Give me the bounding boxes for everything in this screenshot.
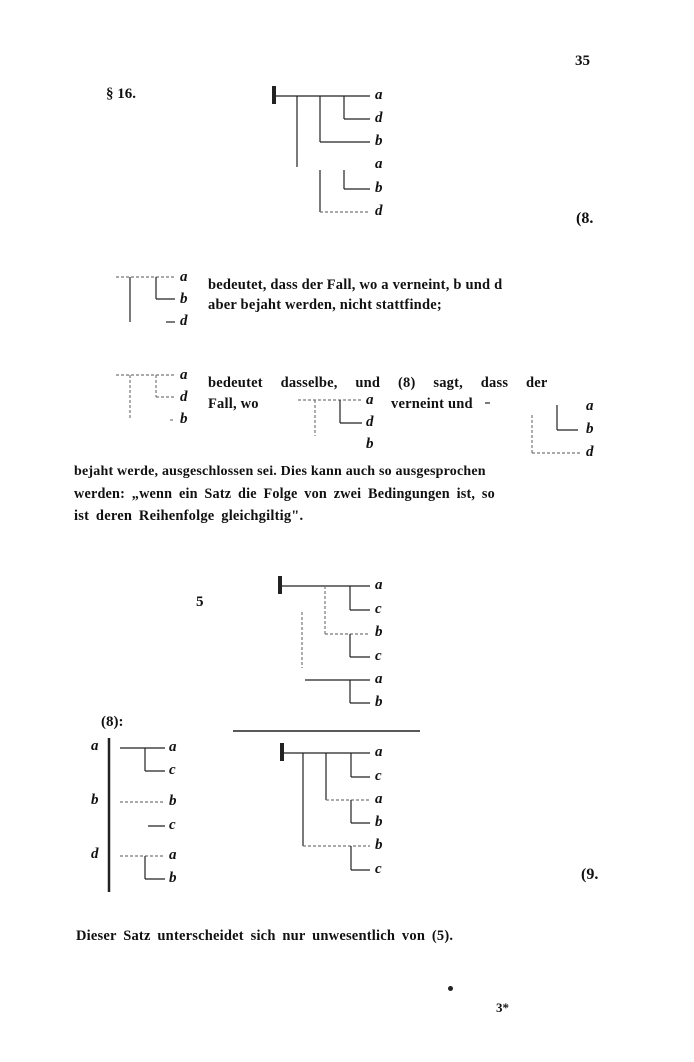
substitution-label: c: [169, 762, 176, 778]
ink-blot: [448, 986, 453, 991]
premise-label: c: [375, 601, 382, 617]
equation-number-8: (8.: [576, 210, 594, 227]
premise-label: a: [375, 671, 383, 687]
paragraph-2-line-1: bedeutet dasselbe, und (8) sagt, dass de…: [208, 375, 548, 391]
diagram-label: d: [180, 389, 188, 405]
substitution-var: b: [91, 792, 99, 808]
premise-label: c: [375, 648, 382, 664]
substitution-label: b: [169, 793, 177, 809]
diagram-label: b: [180, 411, 188, 427]
paragraph-1-line-2: aber bejaht werden, nicht stattfinde;: [208, 297, 442, 313]
signature-mark: 3*: [496, 1000, 509, 1015]
formula-8-label: d: [375, 110, 383, 126]
formula-8-label: b: [375, 180, 383, 196]
premise-label: b: [375, 624, 383, 640]
diagram-label: b: [586, 421, 594, 437]
substitution-label: a: [169, 739, 177, 755]
diagram-label: b: [180, 291, 188, 307]
diagram-label: a: [366, 392, 374, 408]
diagram-label: a: [586, 398, 594, 414]
diagram-label: d: [180, 313, 188, 329]
substitution-var: d: [91, 846, 99, 862]
conclusion-label: a: [375, 744, 383, 760]
diagram-label: a: [180, 269, 188, 285]
substitution-reference: (8):: [101, 714, 124, 730]
diagram-label: d: [586, 444, 594, 460]
substitution-label: c: [169, 817, 176, 833]
diagram-label: d: [366, 414, 374, 430]
paragraph-3-line-3: ist deren Reihenfolge gleichgiltig".: [74, 508, 304, 524]
diagram-label: b: [366, 436, 374, 452]
formula-8-label: a: [375, 87, 383, 103]
conclusion-label: b: [375, 837, 383, 853]
conclusion-label: a: [375, 791, 383, 807]
conclusion-label: b: [375, 814, 383, 830]
page-number: 35: [575, 53, 590, 69]
substitution-var: a: [91, 738, 99, 754]
closing-sentence: Dieser Satz unterscheidet sich nur unwes…: [76, 928, 454, 944]
paragraph-3-line-1: bejaht werde, ausgeschlossen sei. Dies k…: [74, 464, 486, 479]
substitution-label: a: [169, 847, 177, 863]
premise-reference: 5: [196, 594, 204, 610]
premise-label: b: [375, 694, 383, 710]
formula-8-label: a: [375, 156, 383, 172]
formula-8-label: b: [375, 133, 383, 149]
section-heading: § 16.: [106, 86, 136, 102]
paragraph-1-line-1: bedeutet, dass der Fall, wo a verneint, …: [208, 277, 503, 293]
conclusion-label: c: [375, 768, 382, 784]
conclusion-label: c: [375, 861, 382, 877]
equation-number-9: (9.: [581, 866, 599, 883]
paragraph-2-line-2a: Fall, wo: [208, 396, 259, 412]
formula-8-label: d: [375, 203, 383, 219]
diagram-label: a: [180, 367, 188, 383]
paragraph-2-line-2b: verneint und: [391, 396, 473, 412]
paragraph-3-line-2: werden: „wenn ein Satz die Folge von zwe…: [74, 486, 495, 502]
substitution-label: b: [169, 870, 177, 886]
premise-label: a: [375, 577, 383, 593]
